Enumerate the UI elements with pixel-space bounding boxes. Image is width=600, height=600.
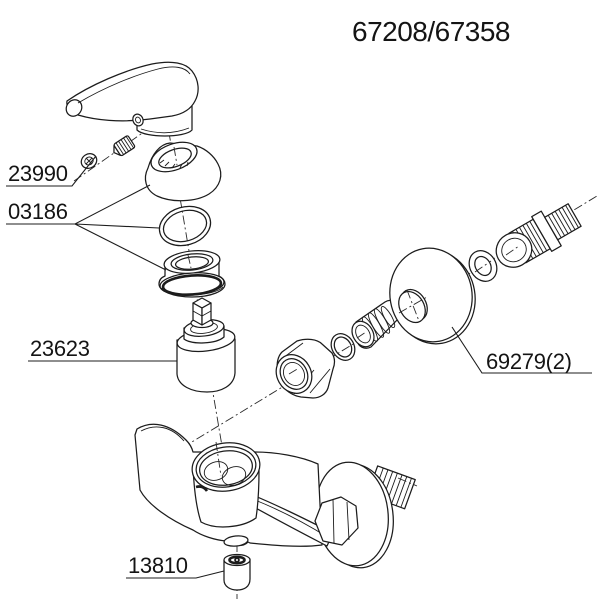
o-ring-large-inner	[162, 209, 208, 243]
axis-overlay-stub	[397, 477, 418, 487]
body-rim-arrow	[195, 485, 209, 492]
lever-handle	[65, 61, 199, 137]
adapter-rib-4	[380, 306, 396, 328]
o-ring-small-outer	[330, 333, 356, 361]
axis-overlay-dome	[173, 146, 178, 166]
handle-screw-hole-inner	[135, 116, 141, 124]
dome-cap	[144, 141, 222, 202]
check-valve	[223, 553, 251, 591]
wall-union-nut	[275, 338, 335, 399]
cartridge-stem-groove	[192, 310, 212, 317]
cartridge-lock-ring	[158, 250, 226, 298]
wall-union-nipple	[495, 203, 582, 268]
set-screw-threads	[115, 136, 135, 155]
leader-trim-seals	[6, 184, 167, 271]
o-ring-large-outer	[158, 205, 212, 247]
axis-overlay-nut	[288, 367, 300, 375]
o-ring-small-inner	[333, 336, 353, 358]
flat-washer	[468, 250, 498, 282]
faucet-body	[134, 423, 418, 569]
handle-lever	[66, 61, 199, 122]
handle-tip-cap	[65, 99, 83, 117]
body-port-right	[221, 466, 247, 486]
nipple-rear-threads	[547, 205, 579, 238]
escutcheon-hole-crosshair	[398, 289, 428, 322]
cartridge-body	[176, 338, 236, 393]
lock-ring-top-bore	[174, 256, 210, 270]
union-nut-thread	[283, 362, 305, 386]
axis-overlay-adapter	[356, 331, 367, 339]
union-adapter	[351, 299, 400, 349]
label-cartridge: 23623	[30, 336, 90, 361]
check-valve-body	[223, 558, 251, 591]
body-bottom-boss	[223, 535, 249, 547]
axis-overlay-lock-ring	[187, 254, 192, 269]
leader-check-valve	[126, 570, 225, 579]
handle-base-skirt-line	[140, 127, 190, 134]
body-visor-line	[140, 426, 185, 442]
label-check-valve: 13810	[128, 553, 188, 578]
nipple-rear-thread-section	[544, 203, 582, 241]
axis-overlay-opening	[215, 441, 222, 477]
escutcheon-hole	[398, 290, 426, 324]
handle-plug	[80, 153, 98, 169]
escutcheon-face	[389, 247, 473, 343]
label-screw: 23990	[8, 161, 68, 186]
leader-union-escutcheon	[451, 326, 592, 374]
body-hex-facets	[332, 498, 350, 544]
handle-top-contour	[77, 66, 191, 104]
lock-ring-bottom-arc	[160, 286, 224, 296]
nipple-front-bore	[501, 237, 527, 263]
leader-screw	[6, 155, 97, 187]
label-trim-seals: 03186	[8, 199, 68, 224]
axis-overlay-washer	[474, 260, 492, 273]
handle-set-screw	[113, 135, 136, 157]
axis-overlay-nipple	[505, 245, 520, 256]
diagram-title: 67208/67358	[352, 16, 510, 47]
dome-thread-ticks	[159, 159, 189, 169]
plug-face-inner	[84, 156, 94, 166]
mixing-cartridge	[176, 297, 236, 393]
o-ring-small	[330, 333, 356, 361]
body-port-left	[203, 461, 229, 481]
escutcheon-plate	[389, 247, 476, 345]
handle-screw-hole	[132, 113, 144, 127]
dome-opening-inner	[158, 147, 192, 169]
axis-handle-screw	[73, 126, 152, 182]
o-ring-large	[158, 205, 212, 247]
label-union-escutcheon: 69279(2)	[486, 349, 572, 374]
check-valve-center-dot	[236, 559, 238, 561]
leader-lines	[6, 155, 592, 579]
check-valve-seal-ring	[228, 555, 246, 565]
